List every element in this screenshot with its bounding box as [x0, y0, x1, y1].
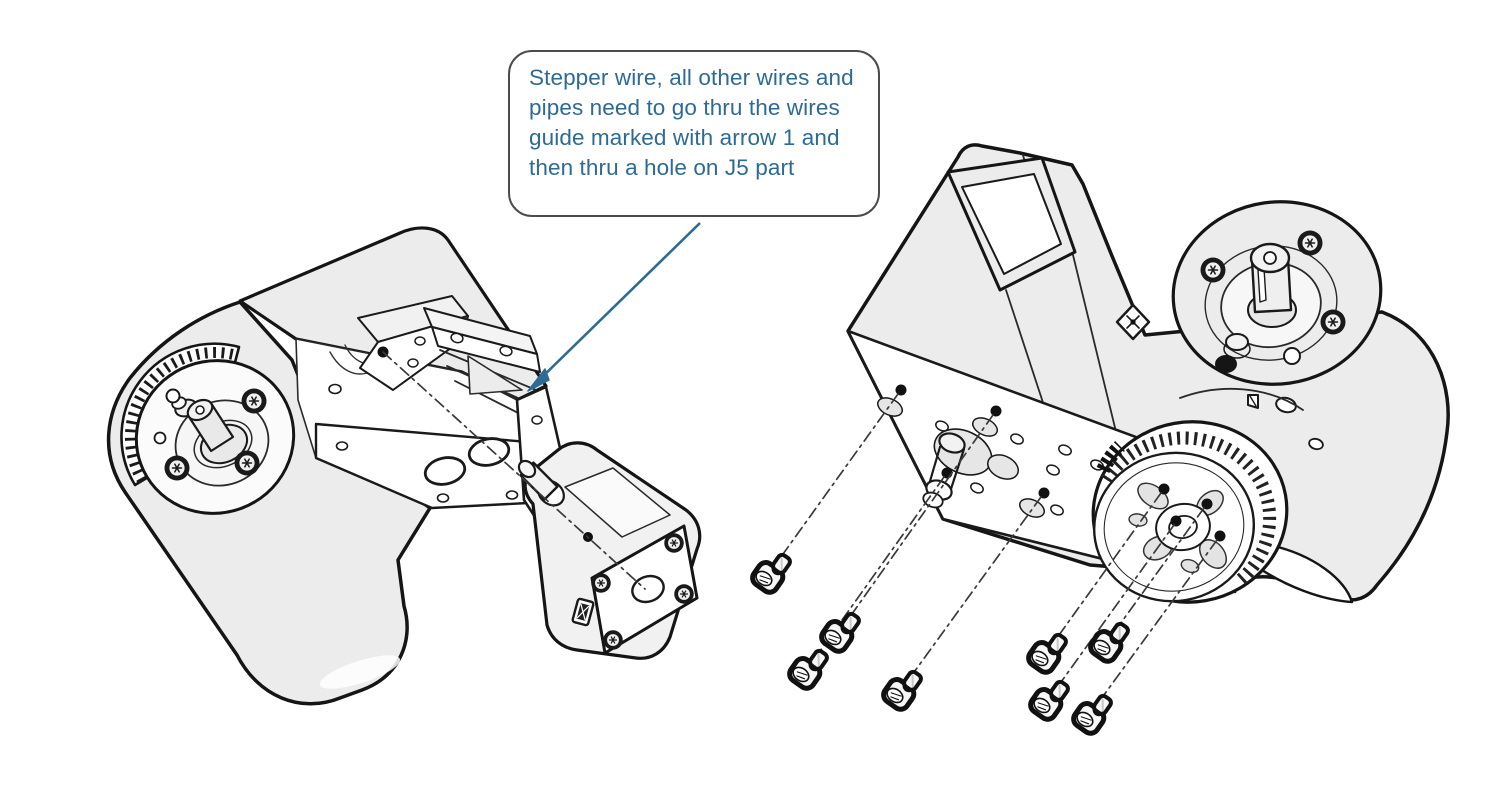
pulley-slot: [1180, 558, 1200, 574]
housing-marks: [1179, 387, 1324, 451]
belt-teeth: [124, 347, 234, 487]
body-highlight: [319, 655, 401, 689]
torx-screw: [233, 449, 261, 477]
alignment-dot: [1158, 483, 1170, 495]
alignment-dot: [1201, 498, 1213, 510]
torx-screw: [673, 583, 695, 605]
window-cutout: [946, 156, 1077, 292]
stepper-top-label: [564, 467, 671, 538]
alignment-dot: [990, 405, 1002, 417]
housing-gap: [1260, 543, 1354, 604]
face-hole: [165, 388, 181, 404]
motor-top: [1171, 200, 1383, 386]
stepper-motor: [517, 441, 702, 660]
wires-guide: [423, 307, 541, 425]
torx-screw: [590, 572, 612, 594]
stepper-connector: [571, 597, 595, 627]
left-assembly-illustration: [106, 226, 702, 706]
socket-head-screw: [1025, 627, 1070, 675]
torx-screw: [663, 532, 685, 554]
timing-pulley: [1091, 420, 1289, 604]
torx-screw: [1319, 308, 1347, 336]
socket-head-screw: [1070, 688, 1115, 736]
dark-hole: [1215, 355, 1237, 373]
alignment-dot: [1170, 515, 1182, 527]
torx-screw: [240, 387, 268, 415]
alignment-dot: [895, 384, 907, 396]
callout: Stepper wire, all other wires and pipes …: [508, 50, 880, 217]
pass-through-hole: [423, 456, 467, 486]
socket-head-screw: [1027, 674, 1072, 722]
torx-screw: [602, 629, 624, 651]
face-hole: [153, 431, 167, 445]
pass-through-hole: [467, 437, 511, 467]
standoff-pin: [922, 432, 966, 509]
torx-screw: [163, 454, 191, 482]
alignment-dot: [1038, 487, 1050, 499]
torx-screw: [1296, 229, 1324, 257]
right-assembly-illustration: [749, 143, 1450, 736]
stepper-pilot-hole: [631, 574, 665, 604]
socket-head-screw: [786, 643, 831, 691]
socket-head-screw: [1087, 616, 1132, 664]
torx-screw: [1199, 256, 1227, 284]
callout-text: Stepper wire, all other wires and pipes …: [529, 65, 854, 180]
socket-head-screw: [880, 664, 925, 712]
pulley-teeth: [1100, 431, 1277, 588]
arrowhead: [527, 368, 550, 392]
motor-face: [134, 359, 296, 515]
socket-head-screw: [749, 547, 794, 595]
housing-connector: [1115, 303, 1151, 341]
screw-leader-lines: [772, 393, 1218, 711]
socket-head-screw: [818, 606, 863, 654]
alignment-dot: [1214, 530, 1226, 542]
mounting-screws: [749, 547, 1132, 736]
j5-plate: [238, 226, 562, 542]
callout-arrow: [527, 222, 701, 392]
